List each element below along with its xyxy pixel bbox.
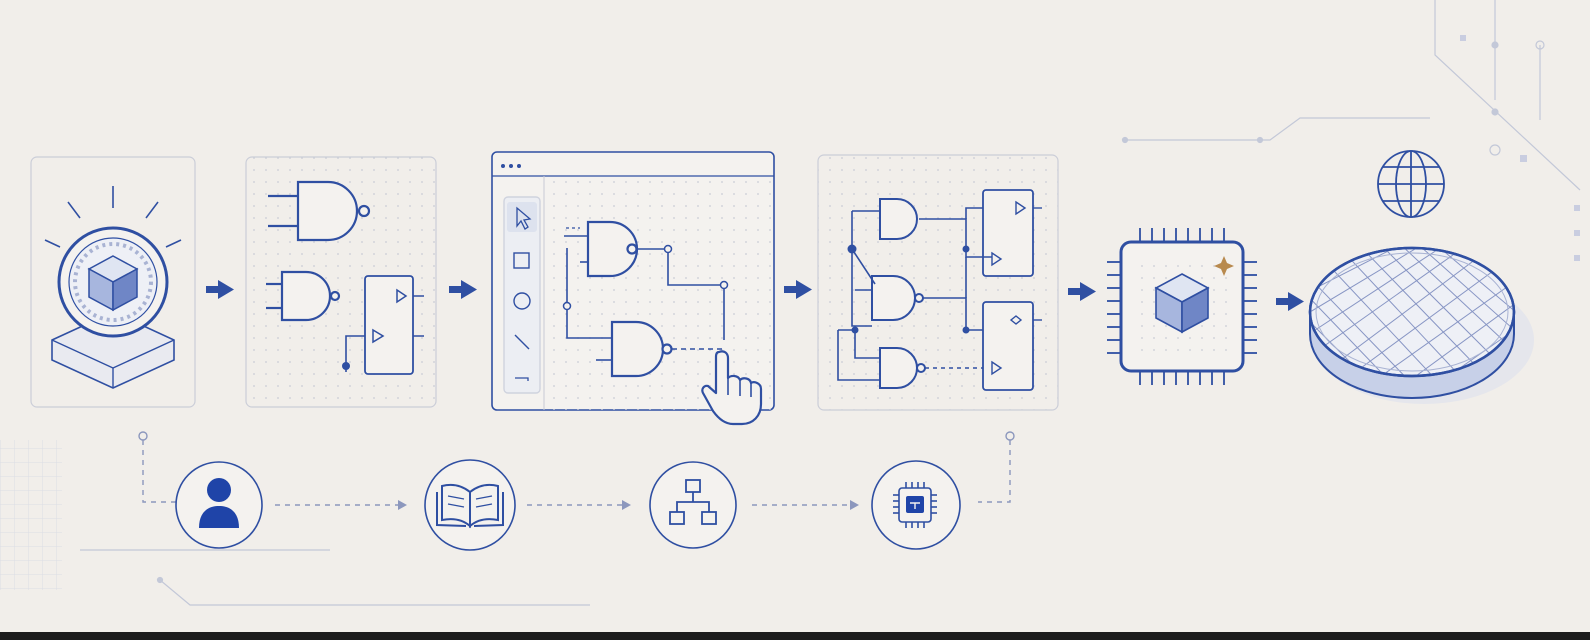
- line-tool-icon[interactable]: [514, 334, 530, 350]
- stage-schematic-editor: [491, 151, 775, 426]
- window-controls: [501, 164, 521, 168]
- circuit-netlist-icon: [837, 189, 1042, 391]
- tool-palette[interactable]: [503, 196, 541, 394]
- bottom-edge-bar: [0, 632, 1590, 640]
- user-step: [175, 461, 263, 549]
- stage-circuit-netlist: [817, 154, 1059, 411]
- logic-gates-icon: [266, 180, 424, 375]
- rectangle-tool-icon[interactable]: [513, 252, 530, 269]
- sparkle-icon: [1214, 256, 1234, 276]
- user-icon: [199, 478, 239, 528]
- book-icon: [436, 483, 504, 529]
- background-circuit-traces: [0, 0, 1581, 606]
- circle-tool-icon[interactable]: [513, 292, 531, 310]
- pointer-tool-icon[interactable]: [516, 206, 532, 230]
- flow-arrow-2: [449, 280, 477, 299]
- microchip-step: [871, 460, 961, 550]
- stage-logic-gates: [245, 156, 437, 408]
- stage-silicon-wafer: [1308, 246, 1534, 404]
- schematic-editor-icon: [562, 220, 729, 378]
- stage-chip: [1107, 228, 1257, 385]
- chip-icon: [1107, 228, 1257, 385]
- stage-idea: [30, 156, 196, 408]
- flow-arrow-1: [206, 280, 234, 299]
- silicon-wafer-icon: [1308, 246, 1534, 404]
- lightbulb-cube-icon: [44, 186, 182, 389]
- hierarchy-icon: [669, 479, 717, 525]
- flow-arrow-4: [1068, 282, 1096, 301]
- bottom-flow-connectors: [142, 440, 1011, 506]
- flow-arrow-5: [1276, 292, 1304, 311]
- hand-cursor-icon: [701, 350, 763, 426]
- microchip-icon: [893, 482, 937, 528]
- flow-arrow-3: [784, 280, 812, 299]
- book-step: [424, 459, 516, 551]
- globe-icon: [1377, 150, 1445, 218]
- wire-tool-icon[interactable]: [515, 377, 529, 381]
- hierarchy-step: [649, 461, 737, 549]
